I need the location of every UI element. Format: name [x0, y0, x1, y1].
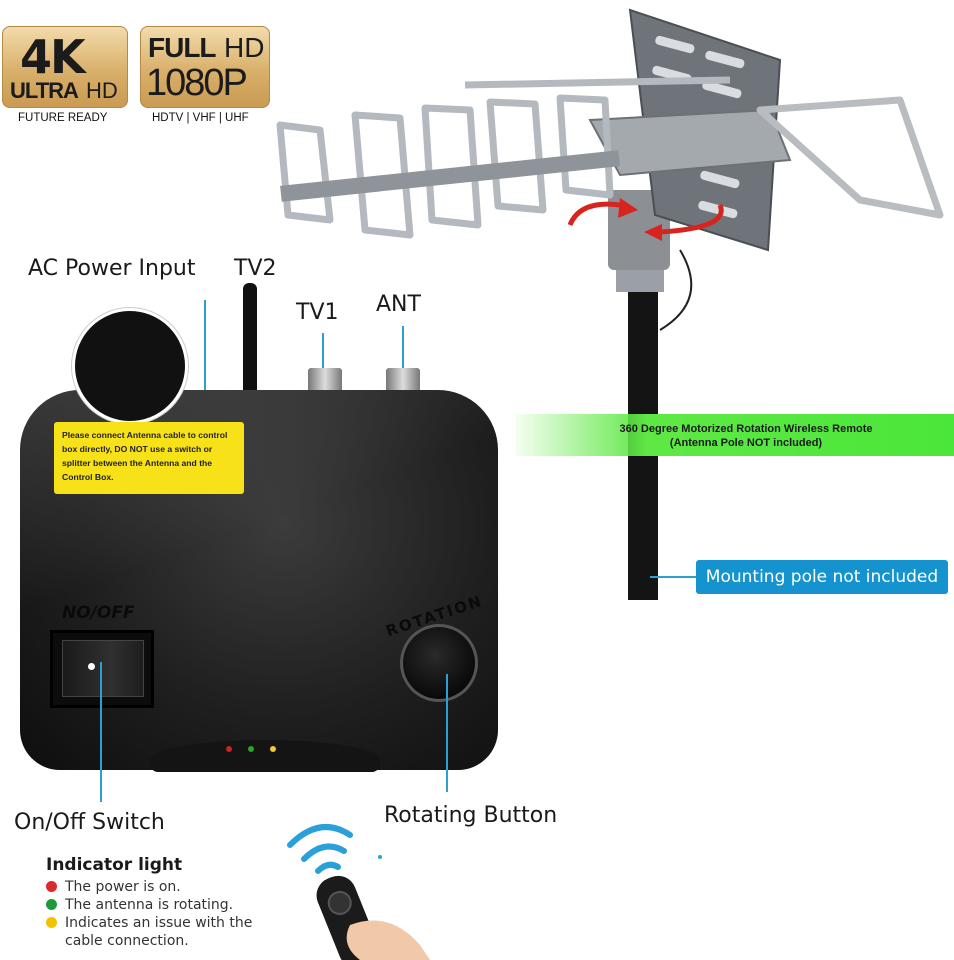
green-dot-icon [46, 899, 57, 910]
antenna-illustration [276, 8, 944, 600]
on-off-switch-label: On/Off Switch [14, 810, 165, 835]
rotation-knob[interactable] [400, 624, 478, 702]
banner-line-2: (Antenna Pole NOT included) [669, 437, 823, 449]
tv2-antenna-stub [243, 283, 257, 393]
badge-hd-text-2: HD [224, 32, 265, 63]
tv1-leader-line [322, 333, 324, 371]
badge-4k-caption: FUTURE READY [18, 112, 108, 124]
yellow-dot-icon [46, 917, 57, 928]
indicator-item-power: The power is on. [46, 879, 181, 895]
banner-line-1: 360 Degree Motorized Rotation Wireless R… [619, 423, 873, 435]
ac-power-leader-line [204, 300, 206, 390]
ant-leader-line [402, 326, 404, 370]
warning-sticker: Please connect Antenna cable to control … [54, 422, 244, 494]
remote-control-illustration [287, 824, 430, 960]
indicator-item-rotating: The antenna is rotating. [46, 897, 233, 913]
badge-full-text: FULL [148, 32, 217, 63]
mounting-leader-line [650, 576, 696, 578]
tv2-label: TV2 [234, 256, 277, 281]
led-green [248, 746, 254, 752]
tv1-label: TV1 [296, 300, 339, 325]
on-off-leader-line [100, 662, 102, 802]
ant-label: ANT [376, 292, 421, 317]
4k-ultra-hd-badge: 4K ULTRA HD [2, 26, 128, 108]
badge-fhd-caption: HDTV | VHF | UHF [152, 112, 249, 124]
power-switch[interactable] [62, 640, 144, 697]
full-hd-1080p-badge: FULL HD 1080P [140, 26, 270, 108]
rotating-button-label: Rotating Button [384, 803, 558, 828]
ant-port [386, 368, 420, 394]
rotation-banner: 360 Degree Motorized Rotation Wireless R… [516, 414, 954, 456]
mounting-pole-tag: Mounting pole not included [696, 560, 948, 594]
tv1-port [308, 368, 342, 394]
led-yellow [270, 746, 276, 752]
zoom-magnifier [72, 308, 188, 424]
badge-1080p-text: 1080P [146, 62, 248, 104]
badge-hd-text: HD [86, 78, 118, 103]
ac-power-input-label: AC Power Input [28, 256, 196, 281]
led-strip [150, 740, 380, 772]
switch-label: NO/OFF [62, 603, 135, 623]
switch-dot [88, 663, 95, 670]
remote-button [327, 890, 352, 915]
indicator-item-issue: Indicates an issue with the [46, 915, 252, 931]
wireless-signal-icon [287, 824, 353, 874]
rotating-leader-line [446, 674, 448, 792]
badge-ultra-text: ULTRA [10, 78, 79, 103]
indicator-item-issue-cont: cable connection. [65, 933, 189, 949]
led-red [226, 746, 232, 752]
red-dot-icon [46, 881, 57, 892]
badge-4k-text: 4K [20, 30, 86, 84]
hand-icon [346, 920, 430, 960]
indicator-title: Indicator light [46, 855, 183, 875]
